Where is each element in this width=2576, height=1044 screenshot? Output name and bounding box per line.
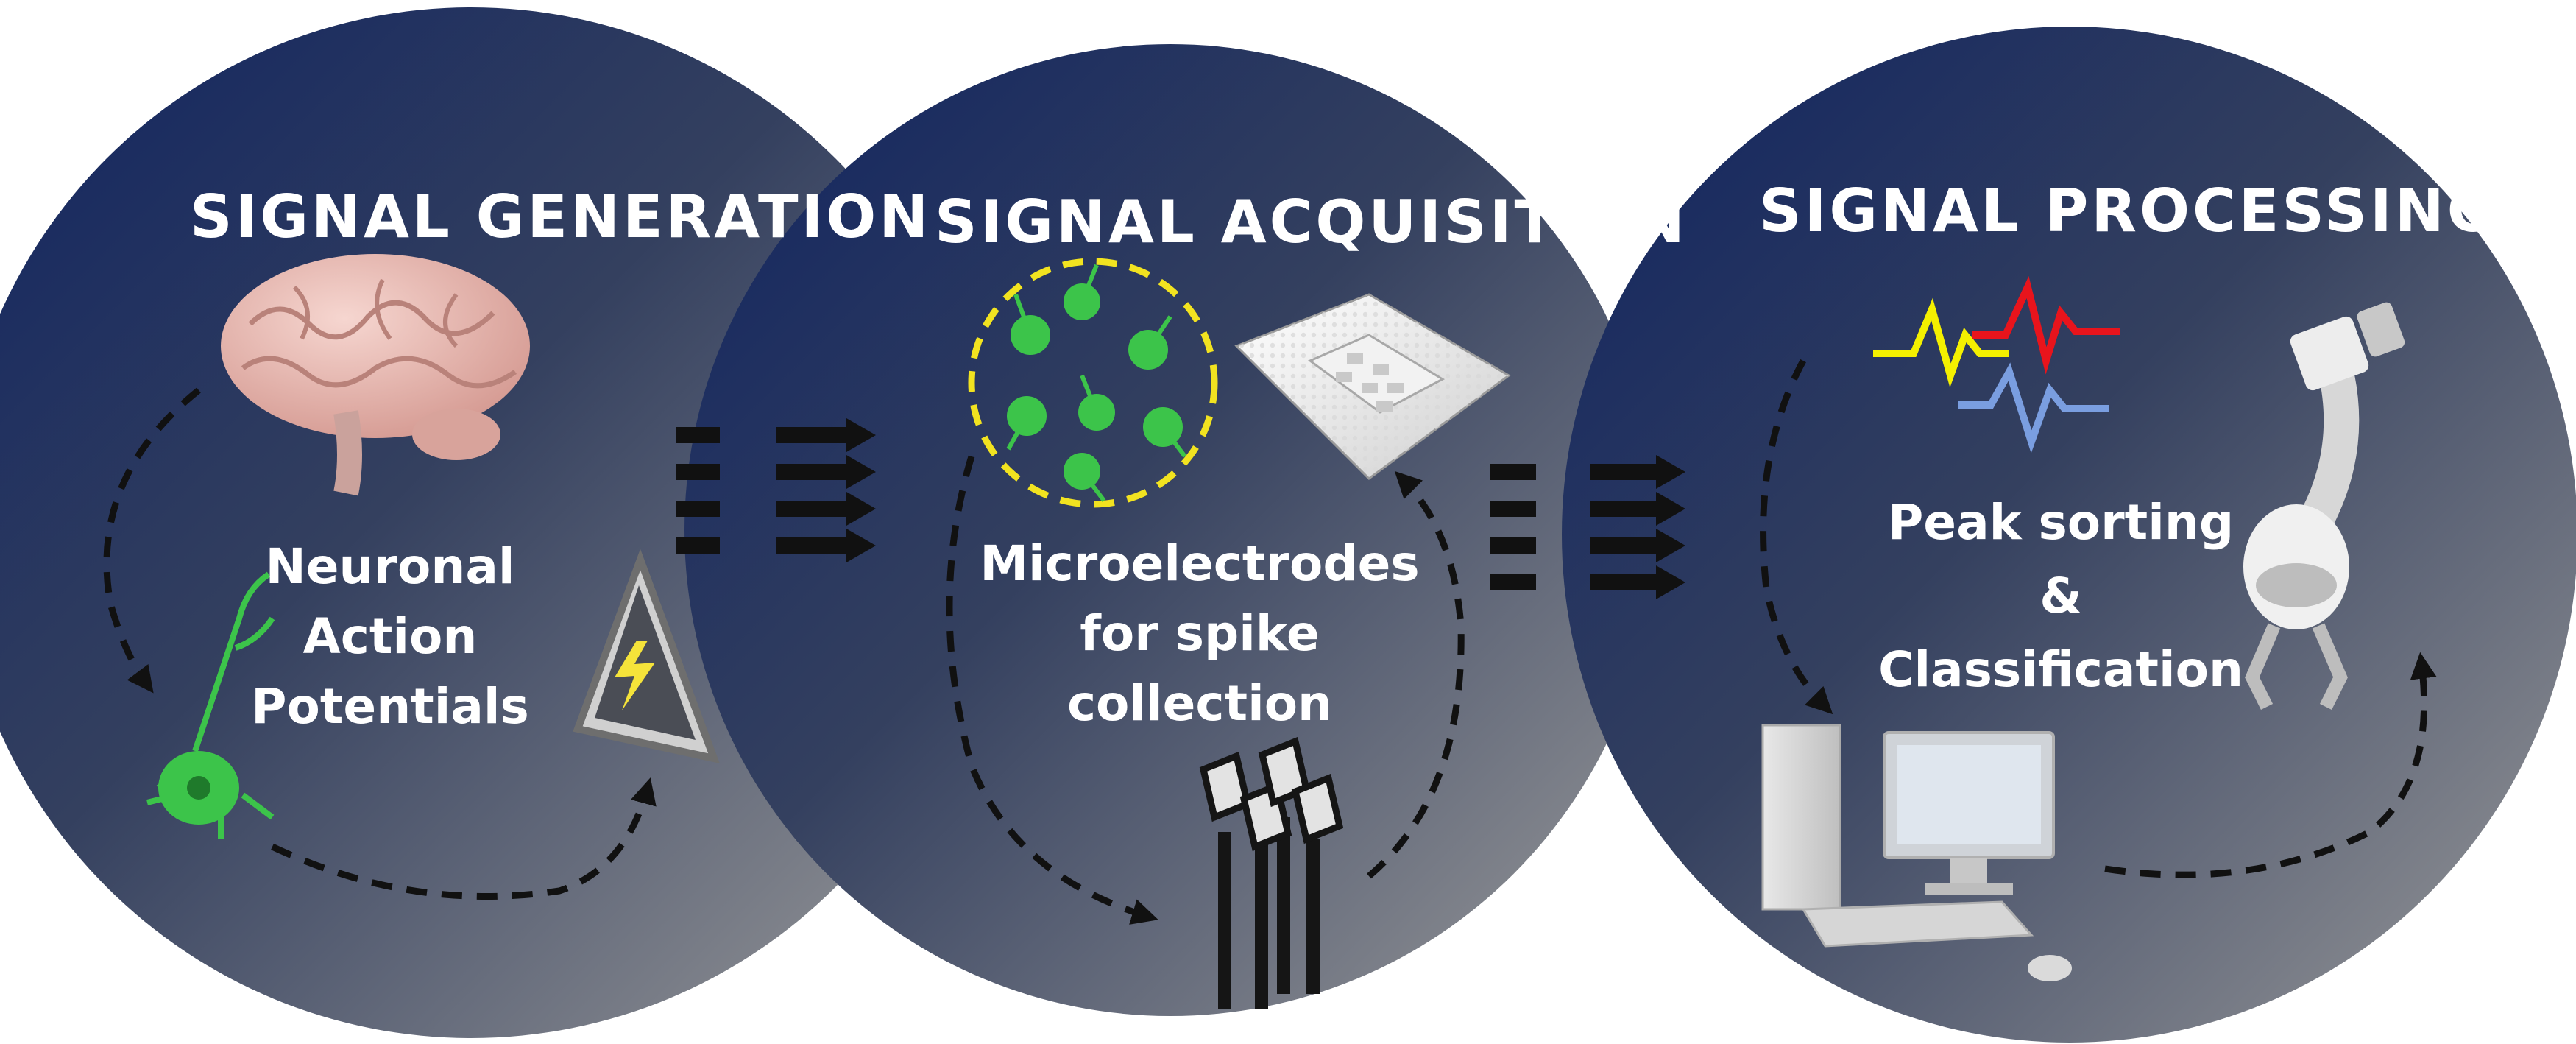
flow-arrow-probes-to-chip — [1367, 470, 1465, 879]
neuron-cluster-icon — [968, 258, 1218, 508]
caption-line: Action — [302, 608, 478, 665]
caption-peak-sorting: Peak sorting & Classification — [1840, 486, 2282, 707]
spike-waveforms-icon — [1873, 276, 2120, 454]
microelectrode-probes-icon — [1199, 736, 1344, 1009]
neuron-icon — [146, 571, 275, 839]
high-voltage-warning-icon — [573, 549, 720, 763]
heading-signal-generation: SIGNAL GENERATION — [190, 183, 932, 251]
brain-icon — [221, 254, 530, 496]
flow-arrows-icon — [676, 418, 876, 562]
flow-arrow-neuron-to-warning — [271, 777, 657, 900]
caption-line: Neuronal — [265, 538, 515, 595]
panel-circle-generation — [0, 7, 986, 1038]
caption-line: & — [2039, 568, 2082, 624]
caption-line: Potentials — [251, 678, 529, 735]
caption-line: Microelectrodes — [980, 535, 1420, 592]
caption-line: Classification — [1878, 641, 2243, 698]
panel-circle-acquisition — [684, 44, 1656, 1016]
heading-signal-processing: SIGNAL PROCESSING — [1759, 177, 2499, 245]
caption-line: Peak sorting — [1887, 494, 2234, 551]
desktop-computer-icon — [1761, 724, 2072, 981]
flow-arrow-waves-to-computer — [1760, 359, 1833, 715]
caption-neuronal-action-potentials: Neuronal Action Potentials — [243, 532, 537, 741]
caption-microelectrodes: Microelectrodes for spike collection — [964, 529, 1435, 738]
robotic-arm-icon — [2243, 302, 2405, 710]
flow-arrow-computer-to-arm — [2104, 652, 2437, 878]
flow-arrows-icon — [1490, 455, 1685, 599]
flow-arrow-brain-to-neuron — [103, 387, 201, 694]
microelectrode-array-chip-icon — [1234, 293, 1511, 480]
caption-line: collection — [1066, 675, 1333, 732]
caption-line: for spike — [1080, 605, 1320, 662]
heading-signal-acquisition: SIGNAL ACQUISITION — [935, 188, 1688, 256]
flow-arrow-cluster-to-probes — [946, 455, 1158, 925]
